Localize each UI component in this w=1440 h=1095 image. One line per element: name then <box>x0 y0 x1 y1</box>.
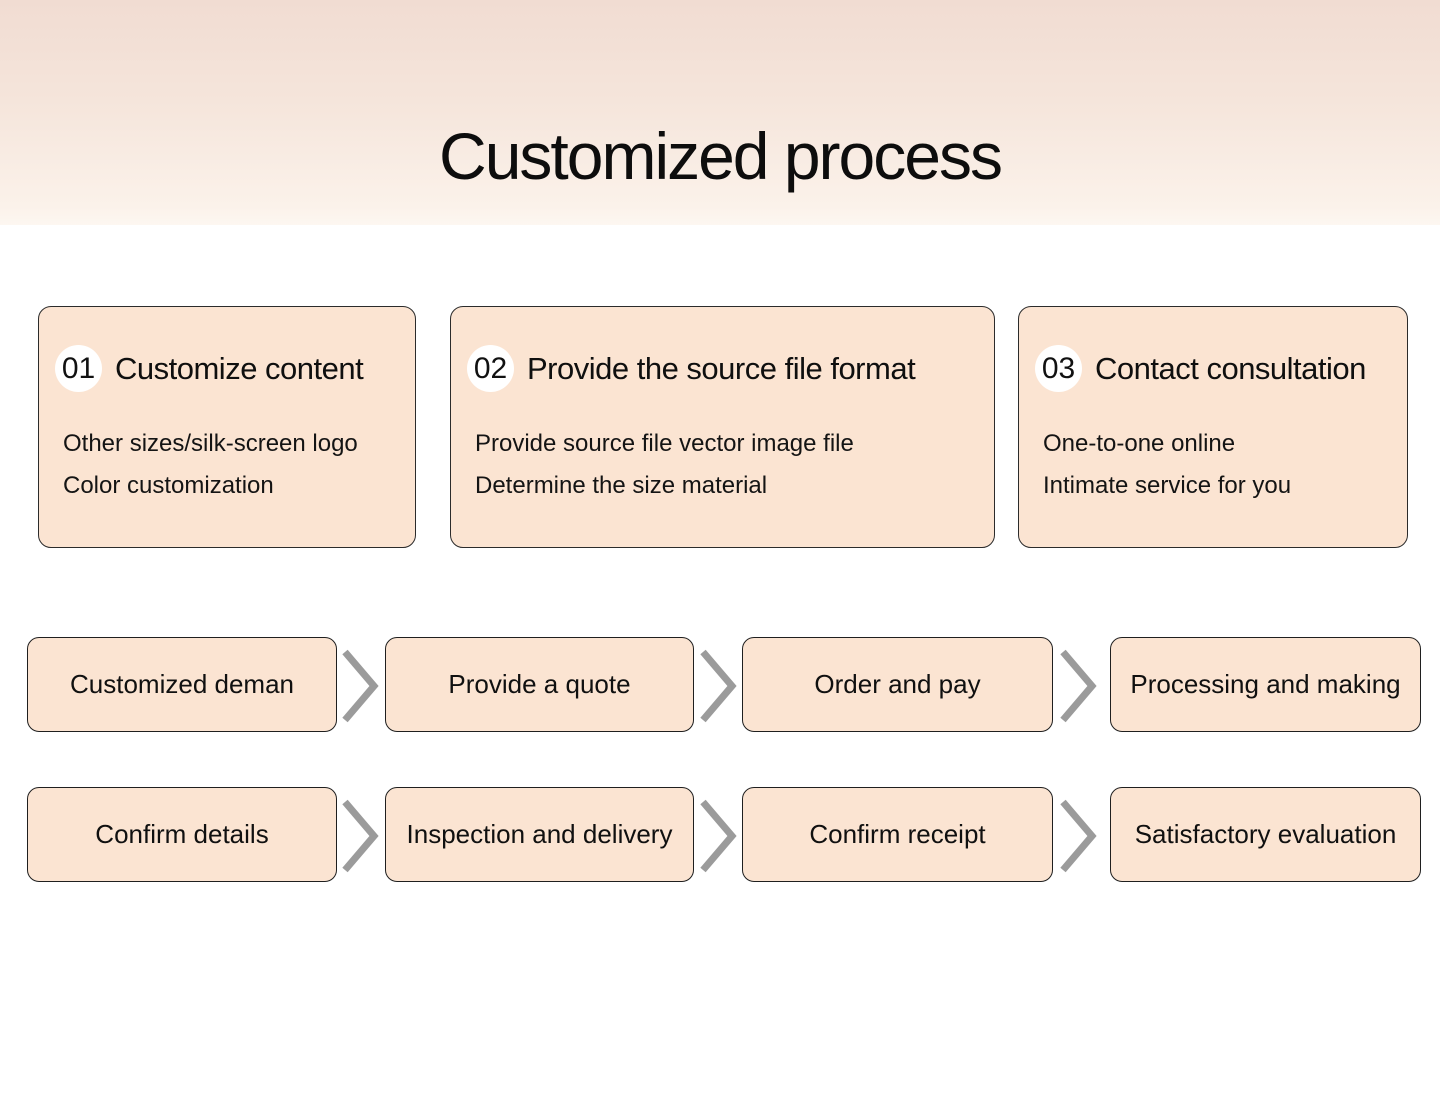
page-title: Customized process <box>439 119 1003 193</box>
chevron-right-icon <box>1059 797 1097 875</box>
card-heading: Contact consultation <box>1095 350 1366 386</box>
info-card-customize-content: 01 Customize content Other sizes/silk-sc… <box>38 306 416 548</box>
chevron-right-icon <box>699 797 737 875</box>
card-header: 02 Provide the source file format <box>467 345 916 392</box>
flow-step-confirm-receipt: Confirm receipt <box>742 787 1053 882</box>
chevron-right-icon <box>341 797 379 875</box>
card-body-line: Determine the size material <box>475 472 768 499</box>
chevron-right-icon <box>1059 647 1097 725</box>
card-heading: Provide the source file format <box>527 350 916 386</box>
card-header: 03 Contact consultation <box>1035 345 1366 392</box>
flow-step-inspection-delivery: Inspection and delivery <box>385 787 694 882</box>
card-body: Other sizes/silk-screen logo Color custo… <box>63 423 407 507</box>
card-header: 01 Customize content <box>55 345 364 392</box>
flow-step-processing-making: Processing and making <box>1110 637 1421 732</box>
card-body-line: One-to-one online <box>1043 430 1236 457</box>
card-heading: Customize content <box>115 350 364 386</box>
header-banner: Customized process <box>0 0 1440 225</box>
flow-step-customized-demand: Customized deman <box>27 637 337 732</box>
chevron-right-icon <box>341 647 379 725</box>
step-number-badge: 02 <box>467 345 514 392</box>
card-body: One-to-one online Intimate service for y… <box>1043 423 1399 507</box>
card-body: Provide source file vector image file De… <box>475 423 986 507</box>
flow-step-provide-quote: Provide a quote <box>385 637 694 732</box>
card-body-line: Provide source file vector image file <box>475 430 854 457</box>
flow-step-satisfactory-evaluation: Satisfactory evaluation <box>1110 787 1421 882</box>
chevron-right-icon <box>699 647 737 725</box>
card-body-line: Other sizes/silk-screen logo <box>63 430 358 457</box>
flow-step-order-and-pay: Order and pay <box>742 637 1053 732</box>
info-card-contact-consultation: 03 Contact consultation One-to-one onlin… <box>1018 306 1408 548</box>
flow-step-confirm-details: Confirm details <box>27 787 337 882</box>
card-body-line: Color customization <box>63 472 274 499</box>
step-number-badge: 01 <box>55 345 102 392</box>
info-card-source-file: 02 Provide the source file format Provid… <box>450 306 995 548</box>
step-number-badge: 03 <box>1035 345 1082 392</box>
card-body-line: Intimate service for you <box>1043 472 1292 499</box>
